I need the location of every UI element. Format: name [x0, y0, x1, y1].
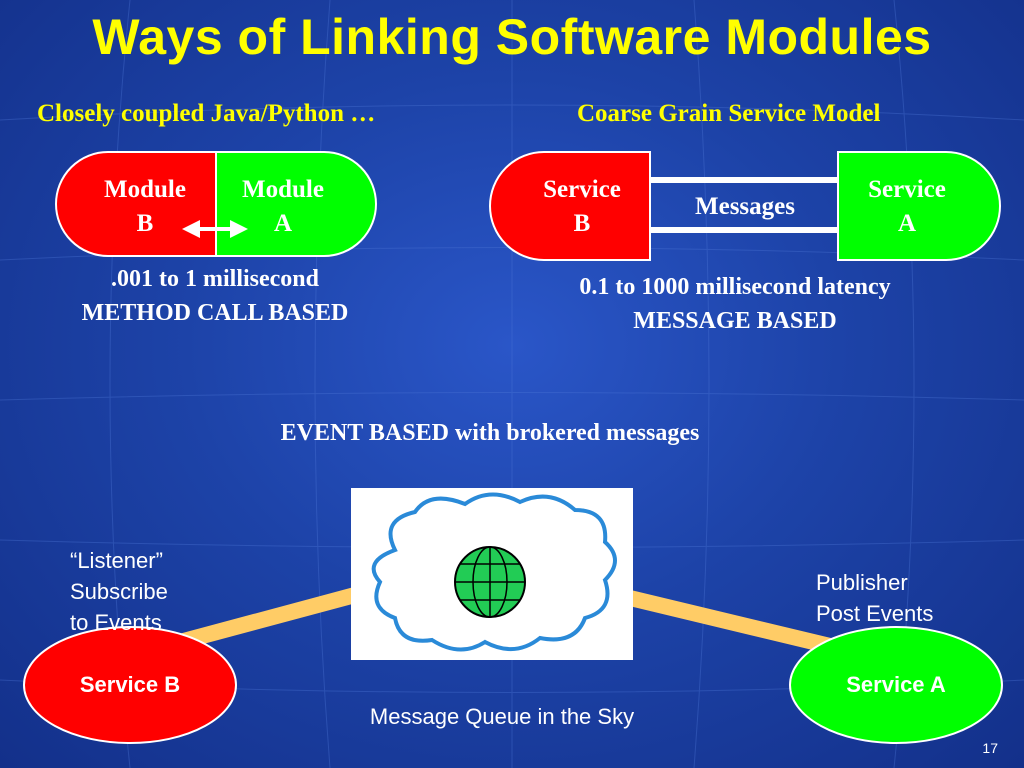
module-a-shape — [215, 151, 377, 257]
queue-caption: Message Queue in the Sky — [369, 704, 635, 729]
module-pill-diagram — [55, 151, 377, 257]
module-a-label: Module A — [242, 176, 324, 237]
closely-coupled-heading: Closely coupled Java/Python … — [37, 100, 376, 127]
service-a-oval-label: Service A — [846, 672, 946, 697]
slide-title: Ways of Linking Software Modules — [92, 9, 932, 65]
coarse-grain-heading: Coarse Grain Service Model — [577, 100, 881, 127]
service-b-oval — [23, 626, 237, 744]
service-a-pill-label: Service A — [868, 176, 946, 237]
page-number: 17 — [982, 740, 998, 756]
module-b-label: Module B — [104, 176, 186, 237]
service-b-oval-label: Service B — [79, 672, 181, 697]
service-b-pill-label: Service B — [543, 176, 621, 237]
messages-label: Messages — [695, 193, 795, 220]
service-message-diagram — [489, 151, 1001, 261]
event-broker-diagram — [23, 488, 1003, 744]
double-arrow-icon — [182, 220, 248, 238]
message-based-caption: 0.1 to 1000 millisecond latency MESSAGE … — [579, 274, 891, 334]
module-b-shape — [55, 151, 217, 257]
listener-label: “Listener” Subscribe to Events — [70, 548, 168, 635]
event-based-heading: EVENT BASED with brokered messages — [280, 420, 700, 446]
service-a-shape — [837, 151, 1001, 261]
publisher-label: Publisher Post Events — [816, 570, 934, 626]
method-call-caption: .001 to 1 millisecond METHOD CALL BASED — [81, 266, 349, 326]
service-b-shape — [489, 151, 651, 261]
globe-icon — [454, 546, 526, 618]
service-a-oval — [789, 626, 1003, 744]
